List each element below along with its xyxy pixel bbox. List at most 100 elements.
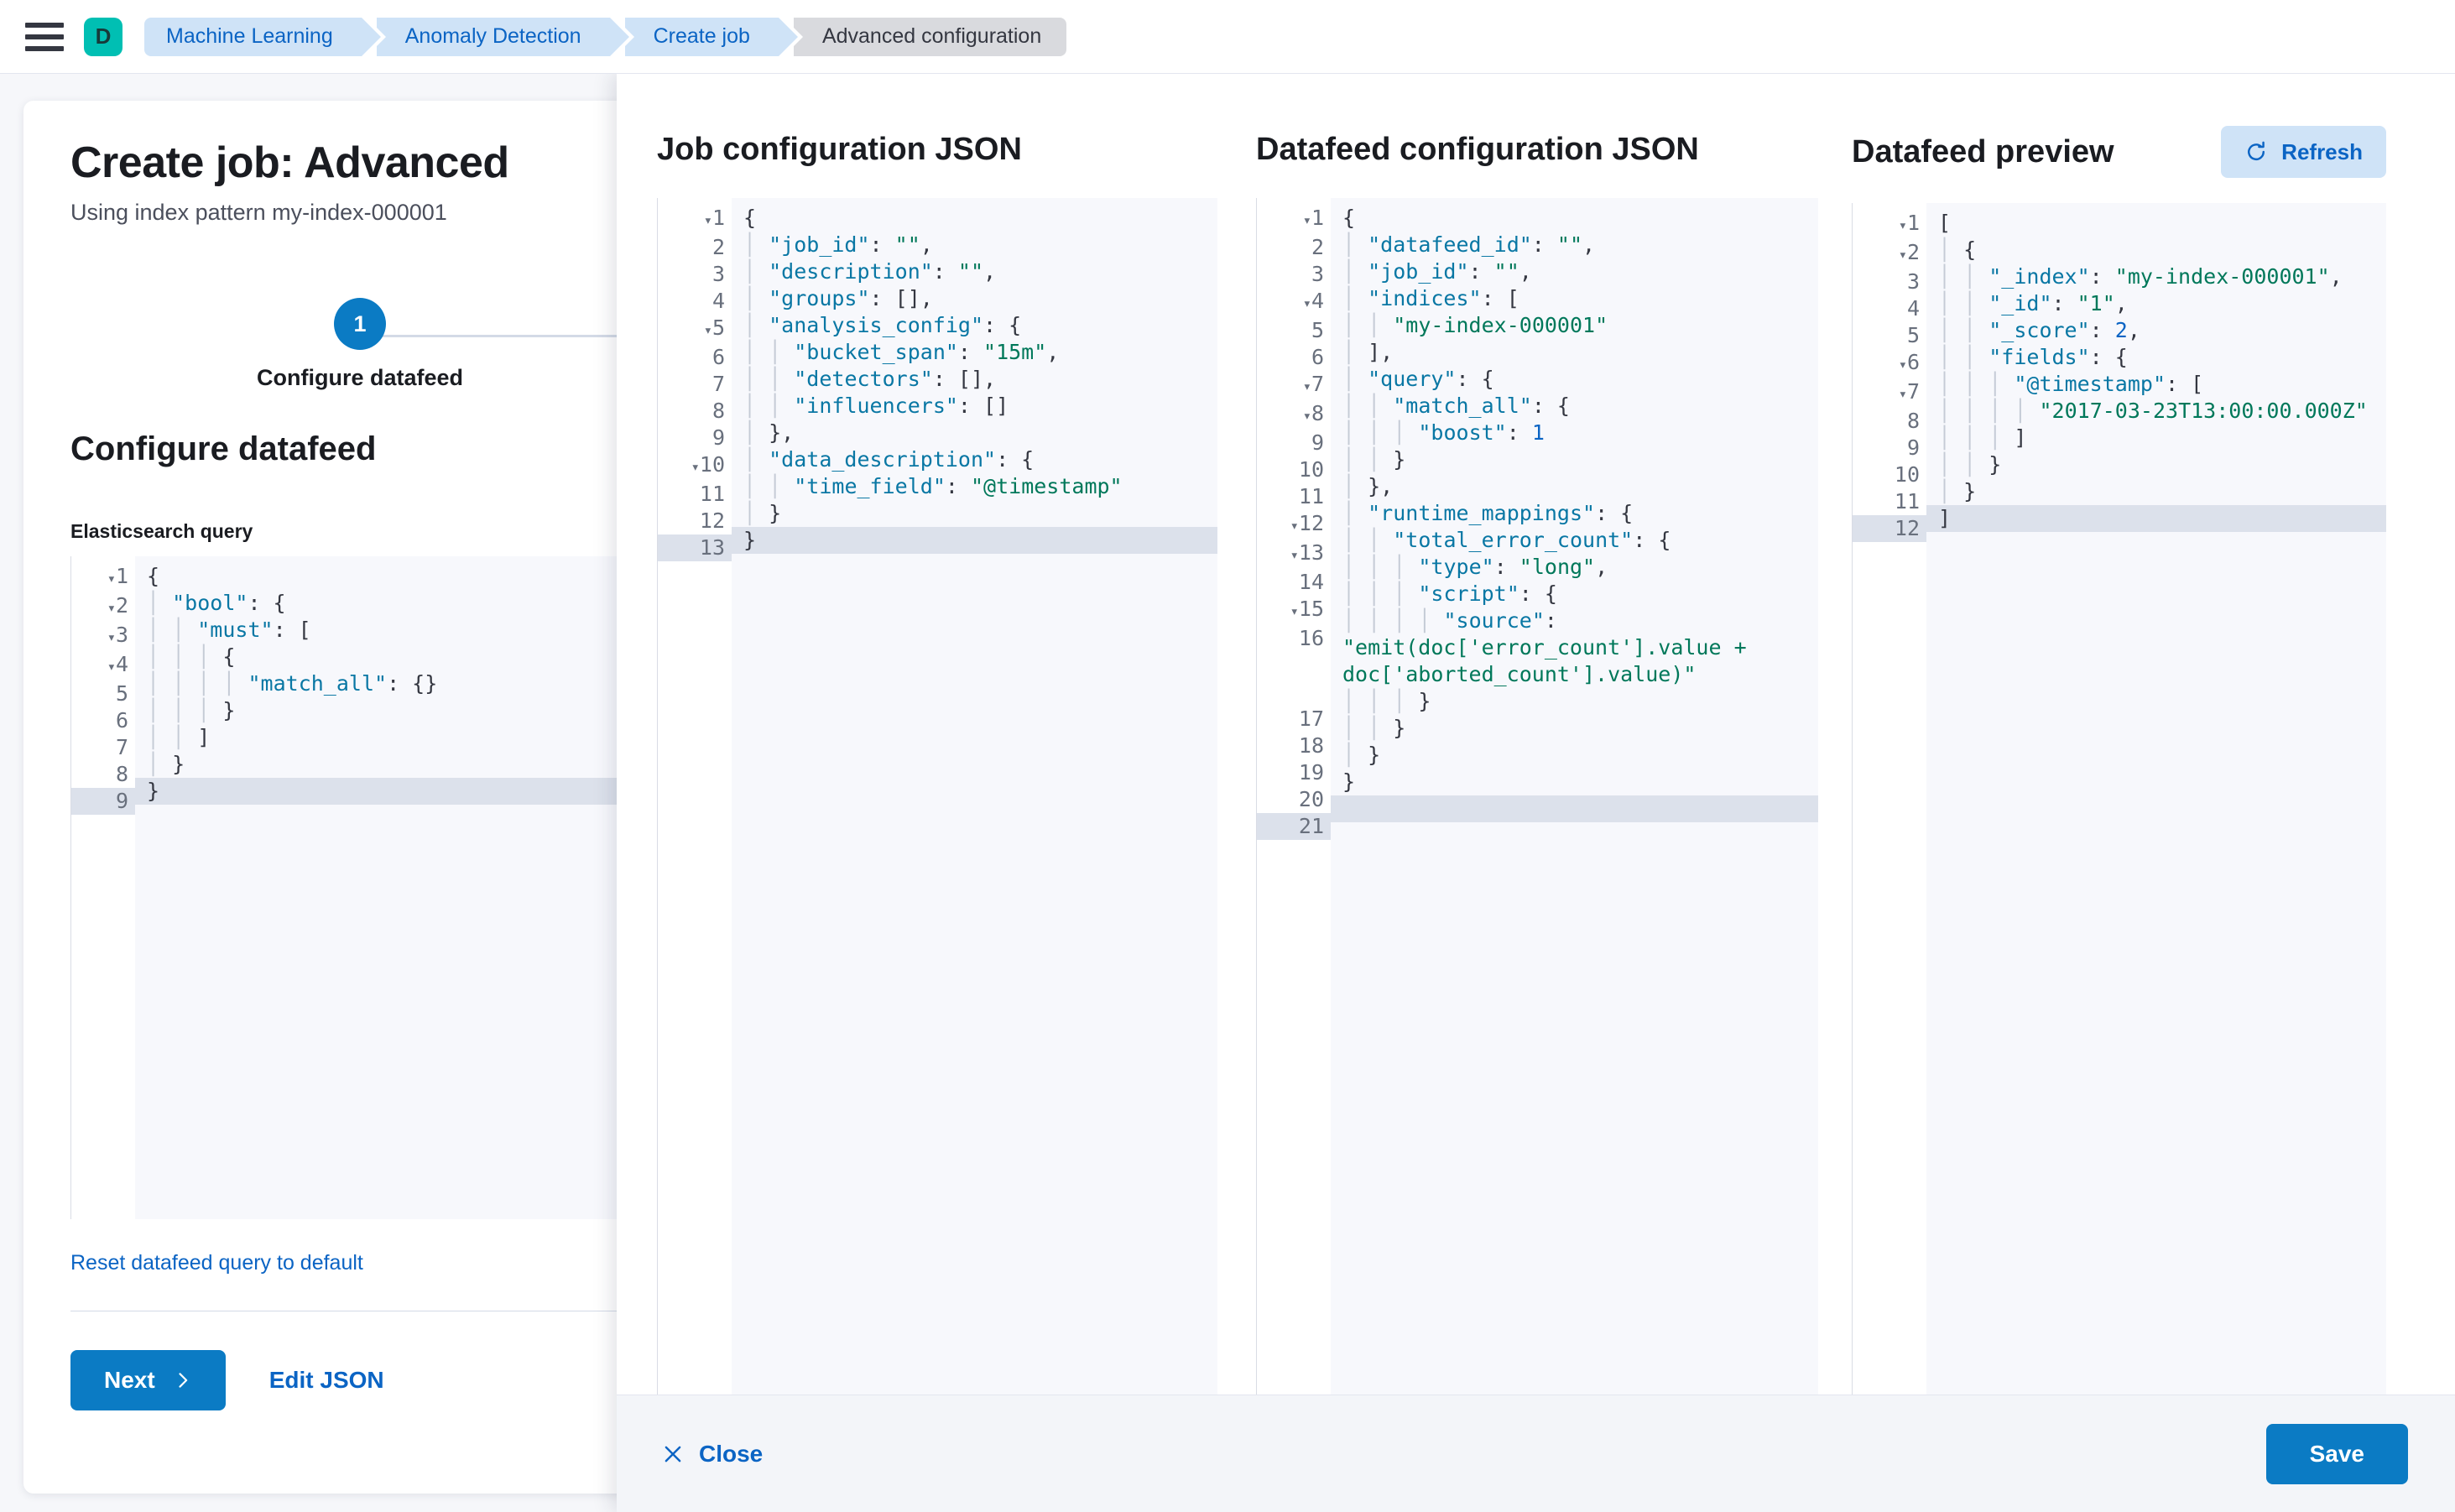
line-number: 16 bbox=[1298, 626, 1324, 650]
code-line[interactable]: │ │ │ ] bbox=[1938, 425, 2027, 450]
edit-json-link[interactable]: Edit JSON bbox=[268, 1367, 384, 1393]
code-line[interactable]: │ } bbox=[1342, 743, 1381, 767]
code-line[interactable]: │ │ "detectors": [], bbox=[743, 367, 997, 391]
close-button[interactable]: Close bbox=[657, 1440, 768, 1468]
code-line[interactable]: │ │ "_score": 2, bbox=[1938, 318, 2140, 342]
code-line[interactable]: │ │ "fields": { bbox=[1938, 345, 2128, 369]
close-x-icon bbox=[665, 1446, 681, 1462]
code-line[interactable]: │ ], bbox=[1342, 340, 1394, 364]
line-number: 5 bbox=[115, 681, 128, 706]
line-number: 10 bbox=[1894, 462, 1920, 487]
space-avatar[interactable]: D bbox=[84, 17, 122, 56]
code-line[interactable]: │ } bbox=[1938, 479, 1977, 503]
code-line[interactable]: │ │ "time_field": "@timestamp" bbox=[743, 474, 1123, 498]
line-number: ▾4 bbox=[107, 652, 128, 676]
code-line[interactable]: { bbox=[147, 564, 160, 588]
elasticsearch-query-label: Elasticsearch query bbox=[70, 520, 253, 542]
code-line[interactable]: │ │ │ { bbox=[147, 644, 236, 669]
code-line[interactable]: │ "indices": [ bbox=[1342, 286, 1519, 310]
code-line[interactable]: │ │ │ "boost": 1 bbox=[1342, 420, 1545, 445]
code-line[interactable]: │ }, bbox=[743, 420, 795, 445]
code-line[interactable]: } bbox=[732, 527, 1217, 554]
code-line[interactable]: │ │ } bbox=[1938, 452, 2002, 477]
job-editor-code[interactable]: {│ "job_id": "",│ "description": "",│ "g… bbox=[732, 198, 1217, 1395]
code-line[interactable]: │ "groups": [], bbox=[743, 286, 933, 310]
reset-datafeed-query-link[interactable]: Reset datafeed query to default bbox=[70, 1251, 363, 1275]
code-line[interactable]: │ }, bbox=[1342, 474, 1394, 498]
line-number: 11 bbox=[1298, 484, 1324, 508]
next-button[interactable]: Next bbox=[70, 1350, 226, 1410]
code-line[interactable]: │ │ │ } bbox=[147, 698, 236, 722]
code-line[interactable]: │ │ │ │ "source": "emit(doc['error_count… bbox=[1342, 608, 1759, 686]
code-line[interactable]: │ │ │ "type": "long", bbox=[1342, 555, 1608, 579]
code-line[interactable]: │ } bbox=[147, 752, 185, 776]
line-number: 9 bbox=[1311, 430, 1324, 455]
line-number: ▾7 bbox=[1302, 372, 1324, 396]
code-line[interactable]: │ │ "bucket_span": "15m", bbox=[743, 340, 1060, 364]
code-line[interactable]: │ "description": "", bbox=[743, 259, 997, 284]
code-line[interactable]: [ bbox=[1938, 211, 1952, 235]
breadcrumb-item-0[interactable]: Machine Learning bbox=[144, 17, 386, 56]
code-line[interactable]: │ │ "_id": "1", bbox=[1938, 291, 2128, 315]
step-1-circle[interactable]: 1 bbox=[334, 298, 386, 350]
preview-editor-code[interactable]: [│ {│ │ "_index": "my-index-000001",│ │ … bbox=[1926, 203, 2386, 1395]
code-line[interactable]: │ "job_id": "", bbox=[1342, 259, 1532, 284]
code-line[interactable]: │ "data_description": { bbox=[743, 447, 1035, 472]
code-line[interactable]: ] bbox=[1926, 505, 2386, 532]
breadcrumb-item-1[interactable]: Anomaly Detection bbox=[376, 17, 634, 56]
code-line[interactable]: │ │ ] bbox=[147, 725, 211, 749]
code-line[interactable]: │ { bbox=[1938, 237, 1977, 262]
datafeed-editor-code[interactable]: {│ "datafeed_id": "",│ "job_id": "",│ "i… bbox=[1331, 198, 1818, 1395]
code-line[interactable]: │ "bool": { bbox=[147, 591, 286, 615]
code-line[interactable]: │ │ │ │ "match_all": {} bbox=[147, 671, 438, 696]
step-1-label: Configure datafeed bbox=[256, 365, 464, 390]
code-line[interactable]: │ │ "my-index-000001" bbox=[1342, 313, 1608, 337]
line-number: ▾7 bbox=[1898, 379, 1920, 404]
code-line[interactable]: │ │ │ │ "2017-03-23T13:00:00.000Z" bbox=[1938, 399, 2368, 423]
code-line[interactable]: │ "datafeed_id": "", bbox=[1342, 232, 1596, 257]
code-line[interactable]: │ "runtime_mappings": { bbox=[1342, 501, 1634, 525]
line-number: ▾3 bbox=[107, 623, 128, 647]
line-number: 3 bbox=[1906, 269, 1920, 294]
code-line[interactable]: │ │ "match_all": { bbox=[1342, 394, 1570, 418]
line-number: 11 bbox=[1894, 489, 1920, 514]
code-line[interactable]: │ } bbox=[743, 501, 782, 525]
code-line[interactable]: │ │ "must": [ bbox=[147, 618, 311, 642]
code-line[interactable]: │ │ } bbox=[1342, 716, 1406, 740]
code-line[interactable]: } bbox=[135, 778, 649, 805]
code-line[interactable]: { bbox=[743, 206, 757, 230]
code-line[interactable]: │ │ "total_error_count": { bbox=[1342, 528, 1671, 552]
save-button[interactable]: Save bbox=[2265, 1423, 2408, 1484]
hamburger-icon[interactable] bbox=[25, 22, 64, 51]
line-number: 3 bbox=[711, 262, 725, 286]
code-line[interactable]: │ │ } bbox=[1342, 447, 1406, 472]
refresh-button[interactable]: Refresh bbox=[2221, 126, 2386, 178]
line-number: 6 bbox=[1311, 345, 1324, 369]
code-line[interactable]: │ │ "influencers": [] bbox=[743, 394, 1009, 418]
code-line[interactable]: │ │ "_index": "my-index-000001", bbox=[1938, 264, 2343, 289]
breadcrumb-item-3: Advanced configuration bbox=[793, 17, 1067, 56]
code-line[interactable]: { bbox=[1342, 206, 1356, 230]
code-line[interactable]: │ "analysis_config": { bbox=[743, 313, 1022, 337]
code-line[interactable]: } bbox=[1342, 769, 1356, 794]
breadcrumb-item-2[interactable]: Create job bbox=[624, 17, 804, 56]
code-line[interactable] bbox=[1331, 795, 1818, 822]
code-line[interactable]: │ "job_id": "", bbox=[743, 232, 933, 257]
line-number: ▾6 bbox=[1898, 350, 1920, 374]
code-line[interactable]: │ │ │ "script": { bbox=[1342, 581, 1557, 606]
line-number: 9 bbox=[71, 788, 135, 815]
refresh-button-label: Refresh bbox=[2281, 138, 2363, 164]
code-line[interactable]: │ "query": { bbox=[1342, 367, 1494, 391]
code-line[interactable]: │ │ │ } bbox=[1342, 689, 1431, 713]
query-editor-code[interactable]: { │ "bool": { │ │ "must": [│ │ │ {│ │ │ │ … bbox=[135, 556, 649, 1219]
line-number: 17 bbox=[1298, 706, 1324, 731]
code-line[interactable]: │ │ │ "@timestamp": [ bbox=[1938, 372, 2204, 396]
